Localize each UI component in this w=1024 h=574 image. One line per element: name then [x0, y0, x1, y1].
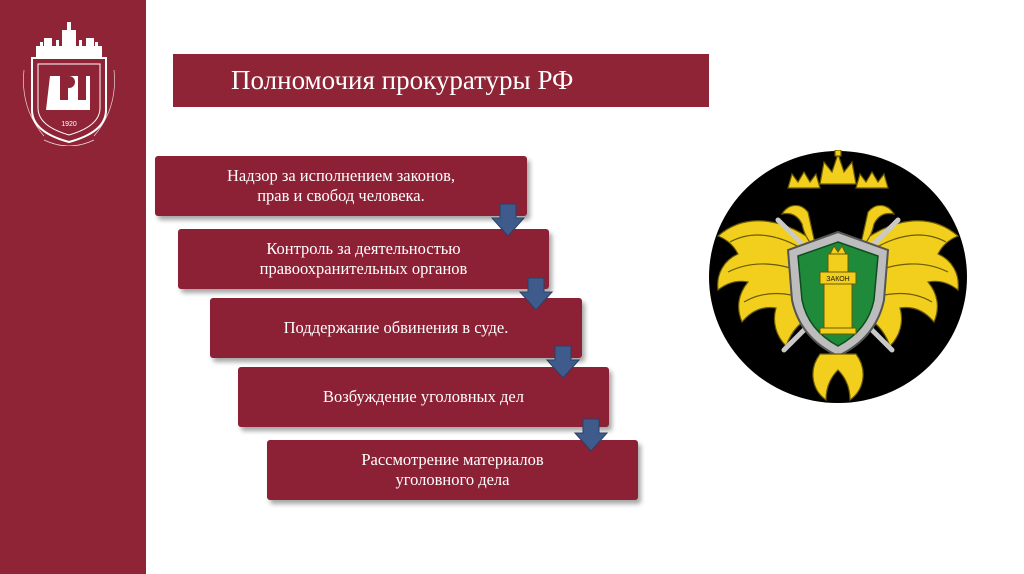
emblem-shield-text: ЗАКОН	[826, 276, 849, 283]
step-2: Контроль за деятельностью правоохранител…	[178, 229, 549, 289]
step-3: Поддержание обвинения в суде.	[210, 298, 582, 358]
step-5: Рассмотрение материалов уголовного дела	[267, 440, 638, 500]
arrow-down-icon	[574, 418, 608, 452]
sidebar-band: 1920	[0, 0, 146, 574]
logo-year: 1920	[61, 121, 77, 128]
arrow-down-icon	[546, 345, 580, 379]
prosecutor-office-emblem-icon: ЗАКОН	[709, 150, 967, 403]
arrow-down-icon	[491, 203, 525, 237]
arrow-down-icon	[519, 277, 553, 311]
page-title: Полномочия прокуратуры РФ	[173, 54, 709, 107]
step-4: Возбуждение уголовных дел	[238, 367, 609, 427]
university-crest-icon: 1920	[23, 22, 115, 146]
step-1: Надзор за исполнением законов, прав и св…	[155, 156, 527, 216]
